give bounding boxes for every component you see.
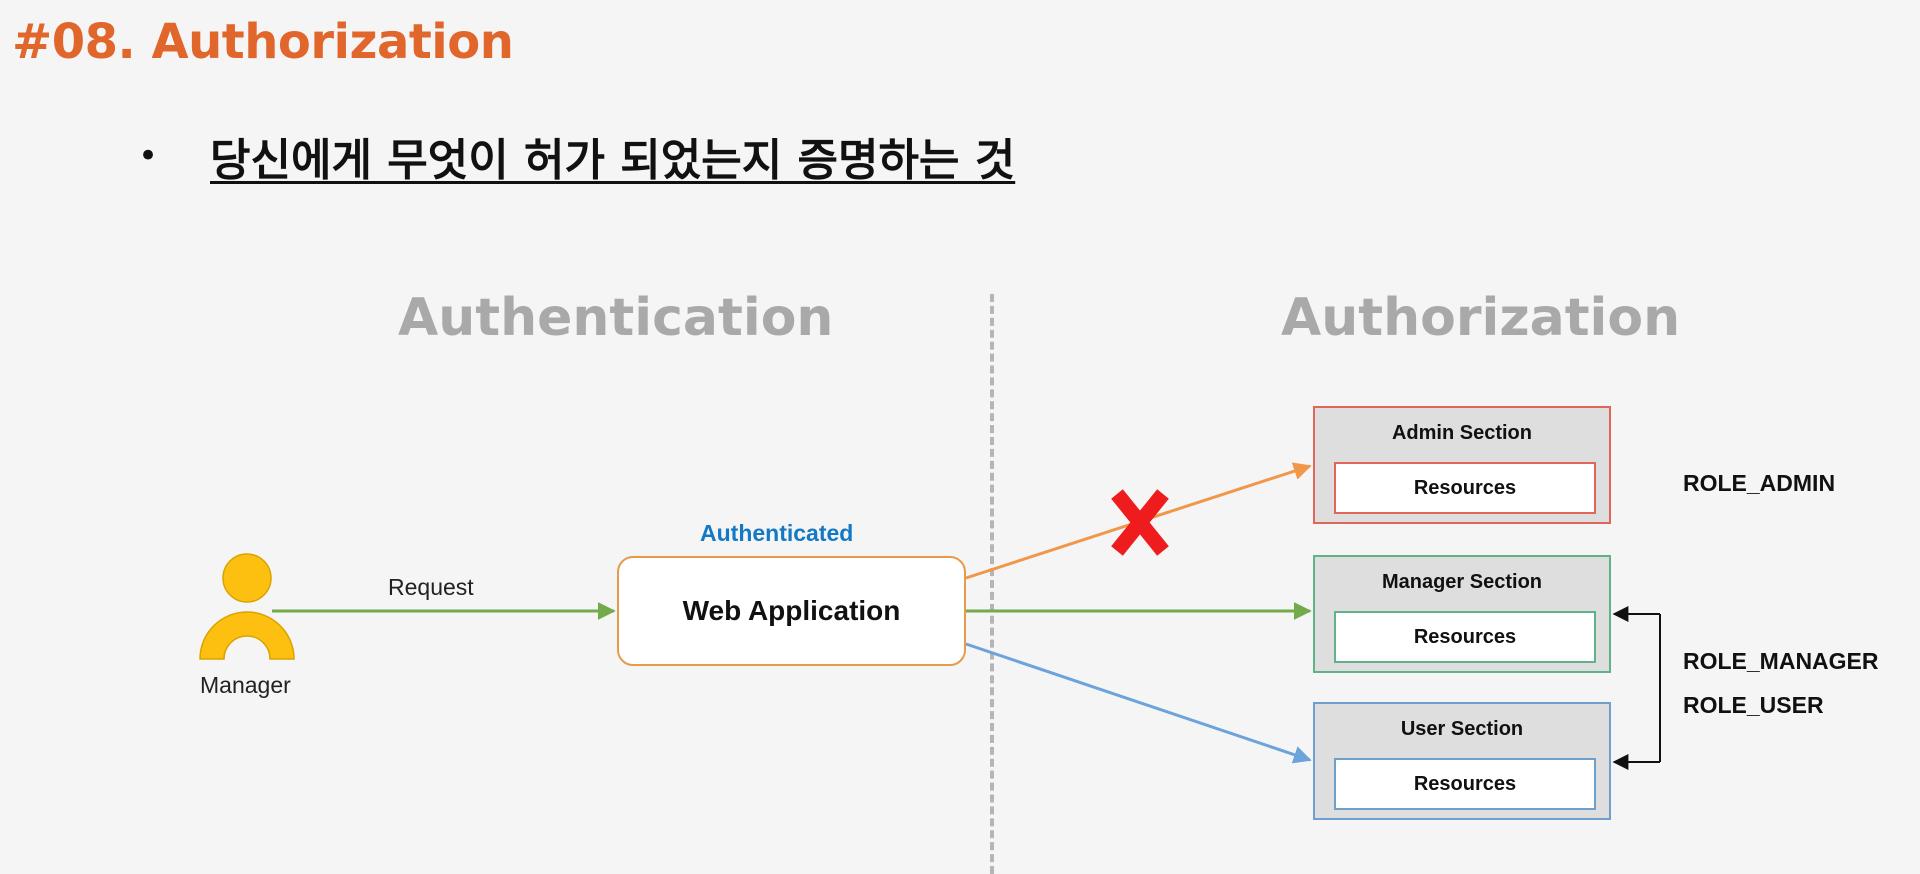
- authorization-heading: Authorization: [1281, 288, 1681, 348]
- subtitle-row: • 당신에게 무엇이 허가 되었는지 증명하는 것: [138, 124, 1015, 188]
- user-section-title: User Section: [1400, 718, 1524, 740]
- admin-resources: Resources: [1334, 462, 1596, 514]
- role-admin-label: ROLE_ADMIN: [1683, 470, 1836, 496]
- slide-title: #08. Authorization: [12, 14, 514, 70]
- web-application-box: Web Application: [617, 556, 966, 666]
- request-label: Request: [388, 574, 474, 600]
- role-user-label: ROLE_USER: [1683, 692, 1824, 718]
- dashed-divider: [990, 294, 994, 874]
- manager-section-title: Manager Section: [1381, 571, 1543, 593]
- actor-label: Manager: [200, 672, 291, 698]
- user-arrow: [965, 642, 1312, 764]
- user-resources: Resources: [1334, 758, 1596, 810]
- authentication-heading: Authentication: [398, 288, 834, 348]
- role-bracket: [1612, 606, 1661, 770]
- manager-section: Manager Section Resources: [1313, 555, 1611, 673]
- red-x-icon: [1111, 489, 1169, 556]
- user-section: User Section Resources: [1313, 702, 1611, 820]
- bullet-icon: •: [138, 136, 159, 176]
- web-application-label: Web Application: [682, 595, 901, 626]
- role-manager-label: ROLE_MANAGER: [1683, 648, 1879, 674]
- person-icon: [199, 553, 295, 660]
- admin-section-title: Admin Section: [1391, 422, 1532, 444]
- manager-resources-label: Resources: [1413, 625, 1517, 648]
- authenticated-label: Authenticated: [700, 520, 854, 546]
- admin-resources-label: Resources: [1413, 476, 1517, 499]
- subtitle-text: 당신에게 무엇이 허가 되었는지 증명하는 것: [210, 135, 1016, 186]
- admin-section: Admin Section Resources: [1313, 406, 1611, 524]
- user-resources-label: Resources: [1413, 772, 1517, 795]
- manager-resources: Resources: [1334, 611, 1596, 663]
